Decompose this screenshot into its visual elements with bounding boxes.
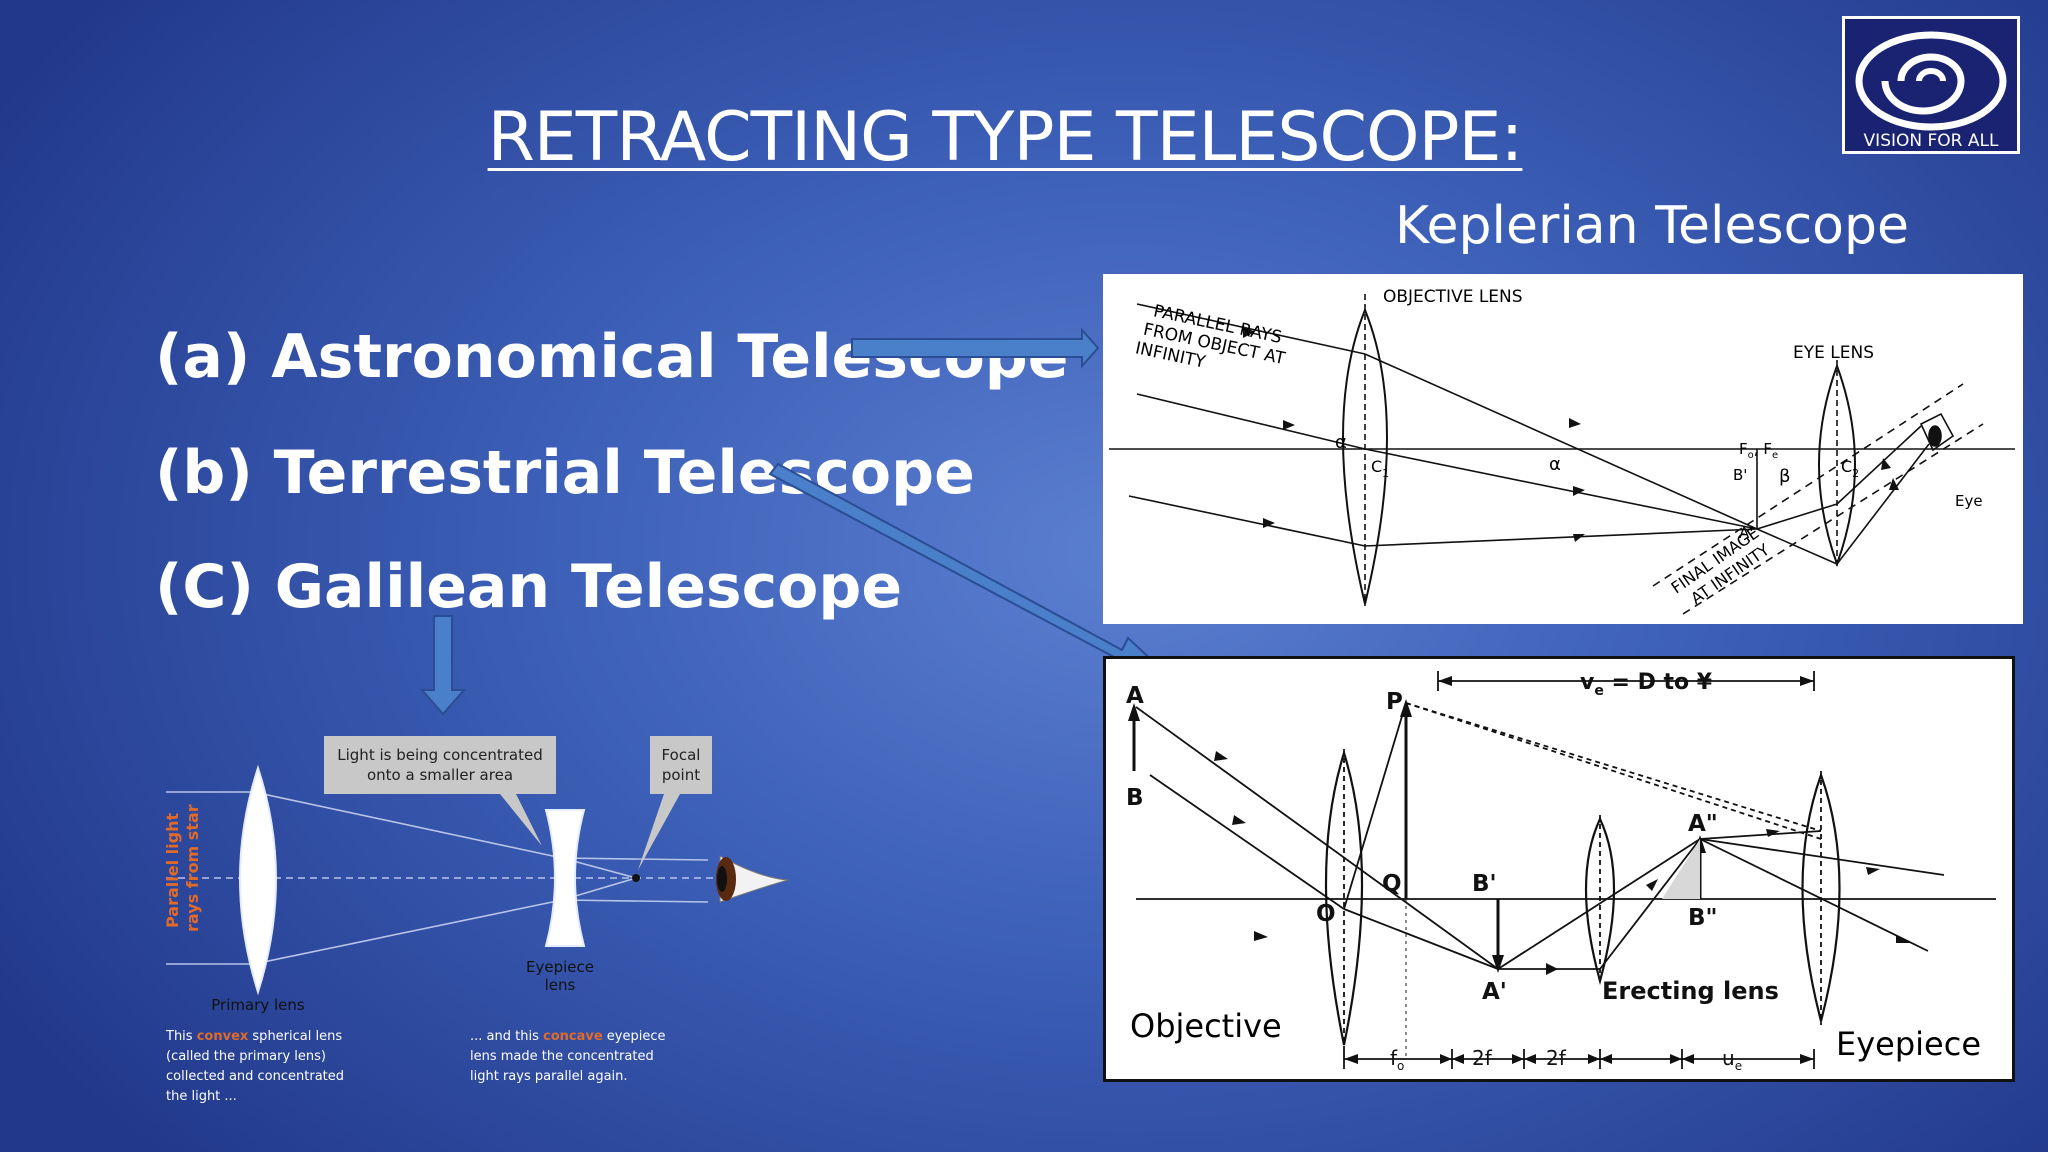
galilean-diagram: Light is being concentrated onto a small… [160,730,800,1110]
label-B-double-prime: B" [1688,905,1718,931]
label-P: P [1386,689,1403,715]
eyepiece-lens-shape [544,809,586,947]
label-A: A [1126,683,1144,709]
left-caption-1: This convex spherical lens [165,1029,342,1044]
dim-2f-2: 2f [1546,1046,1567,1070]
callout-focal [650,736,712,794]
label-a-prime: A' [1739,524,1753,542]
label-c1: C1 [1371,457,1389,480]
arrow-to-galilean [419,615,467,716]
label-b-prime: B' [1733,466,1747,484]
label-B-prime: B' [1472,871,1497,897]
spiral-eye-icon [1855,31,2007,131]
keplerian-subtitle: Keplerian Telescope [1395,196,1909,256]
label-A-double-prime: A" [1688,811,1718,837]
label-beta: β [1779,466,1791,487]
item-galilean: (C) Galilean Telescope [155,552,903,622]
left-caption-3: collected and concentrated [166,1069,344,1084]
label-Q: Q [1382,871,1402,897]
label-eyepiece-2: lens [545,976,576,994]
label-objective: Objective [1130,1007,1282,1045]
dim-2f-1: 2f [1472,1046,1493,1070]
logo-text: VISION FOR ALL [1863,131,1999,151]
logo: VISION FOR ALL [1842,16,2020,154]
label-eye-lens: EYE LENS [1793,343,1874,363]
label-objective-lens: OBJECTIVE LENS [1383,287,1523,307]
keplerian-diagram: OBJECTIVE LENS EYE LENS PARALLEL RAYS FR… [1103,274,2023,624]
arrow-to-keplerian [851,327,1100,369]
label-A-prime: A' [1482,979,1507,1005]
right-caption-3: light rays parallel again. [470,1069,628,1084]
arrow-to-terrestrial [768,462,1159,670]
label-eyepiece-1: Eyepiece [526,958,594,976]
terrestrial-diagram: A B P Q O B' A' A" B" Erecting lens ve =… [1103,656,2015,1082]
label-parallel-1: Parallel light [163,813,182,928]
label-c2: C2 [1841,457,1859,480]
eye-icon [716,855,789,903]
callout-concentrated [324,736,556,794]
label-erecting-lens: Erecting lens [1602,977,1779,1005]
label-alpha-1: α [1335,432,1347,453]
dim-ue: ue [1722,1046,1742,1073]
label-fo-fe: Fo, Fe [1739,440,1778,461]
left-caption-4: the light ... [166,1089,237,1104]
label-B: B [1126,785,1144,811]
right-caption-1: ... and this concave eyepiece [470,1029,666,1044]
callout-focal-1: Focal [662,746,701,764]
left-caption-2: (called the primary lens) [166,1049,326,1064]
label-primary-lens: Primary lens [211,996,305,1014]
label-alpha-2: α [1549,454,1561,475]
label-parallel-2: rays from star [183,804,202,932]
label-top-dimension: ve = D to ¥ [1580,670,1713,699]
dim-fo: fo [1390,1046,1404,1073]
label-eyepiece: Eyepiece [1836,1025,1981,1063]
right-caption-2: lens made the concentrated [470,1049,654,1064]
callout-concentrated-1: Light is being concentrated [337,746,542,764]
label-eye: Eye [1955,492,1983,510]
primary-lens-shape [239,764,277,996]
label-O: O [1316,901,1336,927]
slide-title: RETRACTING TYPE TELESCOPE: [487,98,1524,177]
callout-focal-2: point [662,766,700,784]
callout-concentrated-2: onto a smaller area [367,766,513,784]
